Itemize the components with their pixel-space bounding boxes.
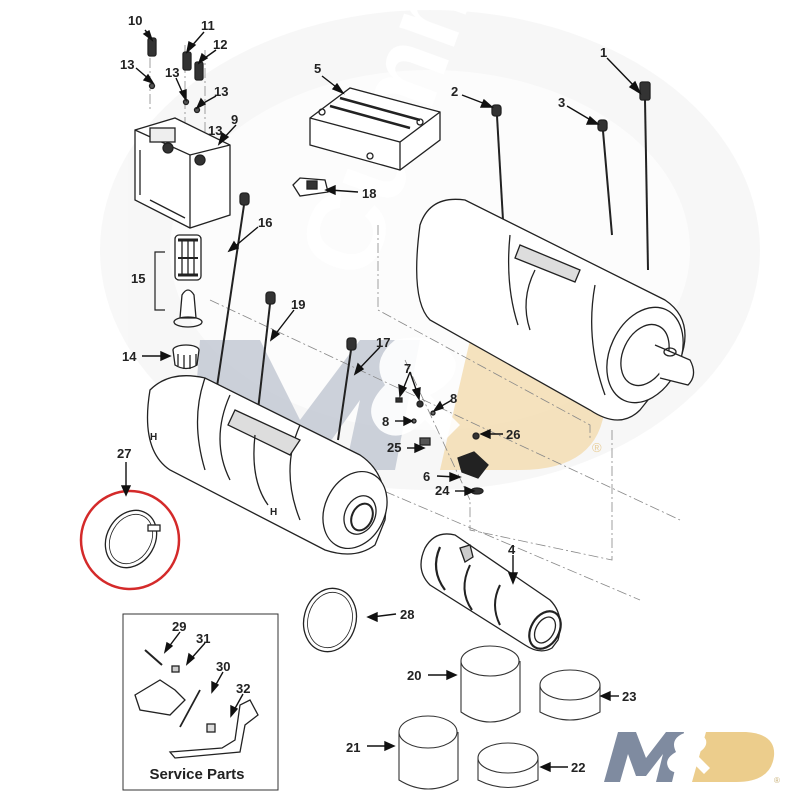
watermark-registered-mark: ®: [592, 440, 602, 455]
filter-cap: [172, 344, 200, 370]
logo-registered-mark: ®: [774, 776, 780, 785]
callout-label-1: 1: [600, 45, 608, 60]
lower-sensor-leads: [214, 192, 357, 441]
callout-label-29: 29: [172, 619, 187, 634]
aftertreatment-cylinder-lower: H H: [146, 375, 388, 555]
callout-label-3: 3: [558, 95, 566, 110]
callout-label-7: 7: [404, 361, 412, 376]
md-logo-graphic: [604, 732, 775, 782]
callout-label-17: 17: [376, 335, 391, 350]
callout-label-6: 6: [423, 469, 431, 484]
callout-label-20: 20: [407, 668, 422, 683]
callout-label-15: 15: [131, 271, 146, 286]
aftertreatment-cylinder-upper: [416, 198, 695, 421]
callout-label-30: 30: [216, 659, 231, 674]
callout-label-12: 12: [213, 37, 228, 52]
md-brand-logo: ®: [596, 726, 786, 788]
callout-label-11: 11: [201, 18, 215, 33]
callout-label-4: 4: [508, 542, 516, 557]
callout-label-9: 9: [231, 112, 239, 127]
filter-element: [154, 234, 203, 328]
callout-label-27: 27: [117, 446, 132, 461]
callout-label-32: 32: [236, 681, 251, 696]
svg-text:H: H: [270, 507, 277, 518]
callout-label-8a: 8: [450, 391, 458, 406]
callout-label-23: 23: [622, 689, 637, 704]
callout-label-18: 18: [362, 186, 377, 201]
callout-label-5: 5: [314, 61, 322, 76]
callout-label-13a: 13: [120, 57, 135, 72]
callout-label-31: 31: [196, 631, 211, 646]
ecm-module: [309, 87, 441, 171]
gasket-ring: [302, 587, 358, 653]
callout-label-25: 25: [387, 440, 402, 455]
service-parts-box: [122, 613, 279, 791]
v-band-clamp: [104, 509, 161, 569]
callout-label-19: 19: [291, 297, 306, 312]
callout-label-8b: 8: [382, 414, 390, 429]
leader-arrows: [120, 29, 642, 773]
callout-label-24: 24: [435, 483, 450, 498]
callout-label-21: 21: [346, 740, 361, 755]
callout-label-16: 16: [258, 215, 273, 230]
substrate-bricks: [398, 645, 601, 790]
svg-text:H: H: [150, 432, 157, 443]
temperature-sensors: [491, 81, 651, 271]
small-parts-cluster: [395, 397, 489, 495]
callout-label-22: 22: [571, 760, 586, 775]
callout-label-28: 28: [400, 607, 415, 622]
service-parts-title: Service Parts: [149, 766, 245, 783]
injector-sensors: [147, 37, 204, 114]
callout-label-14: 14: [122, 349, 137, 364]
highlight-circle: [79, 489, 181, 591]
dosing-unit: [134, 117, 231, 229]
mixer-tube: [420, 533, 562, 652]
small-sensor: [292, 177, 329, 197]
callout-label-26: 26: [506, 427, 521, 442]
callout-label-13d: 13: [208, 123, 223, 138]
callout-label-10: 10: [128, 13, 143, 28]
callout-label-13c: 13: [214, 84, 229, 99]
callout-label-13b: 13: [165, 65, 180, 80]
callout-label-2: 2: [451, 84, 459, 99]
